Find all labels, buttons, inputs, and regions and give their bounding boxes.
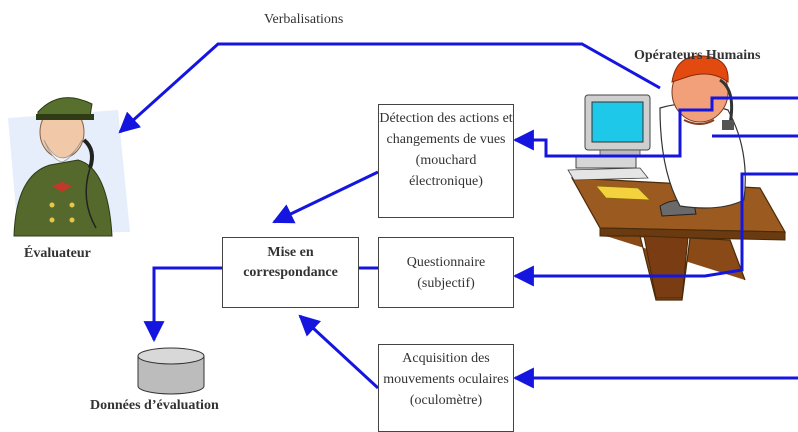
evaluator-figure [8, 97, 130, 237]
mise-box-text: Mise en correspondance [243, 245, 338, 280]
database-cylinder-icon [137, 347, 205, 395]
detection-box-text: Détection des actions et changements de … [379, 111, 513, 189]
arrows [118, 42, 798, 390]
detection-to-mise-arrow [272, 170, 379, 224]
evaluateur-label: Évaluateur [24, 246, 91, 261]
questionnaire-box: Questionnaire (subjectif) [378, 237, 514, 308]
donnees-label: Données d’évaluation [90, 398, 219, 413]
detection-input-arrow [512, 96, 798, 158]
detection-box: Détection des actions et changements de … [378, 104, 514, 218]
questionnaire-input-arrow [512, 172, 798, 287]
acquisition-to-mise-arrow [298, 314, 380, 390]
mise-to-database-arrow [143, 266, 222, 343]
verbalisations-label: Verbalisations [264, 12, 344, 27]
acquisition-box-text: Acquisition des mouvements oculaires (oc… [383, 351, 509, 408]
mise-en-correspondance-box: Mise en correspondance [222, 237, 359, 308]
acquisition-box: Acquisition des mouvements oculaires (oc… [378, 344, 514, 432]
human-operator-figure [567, 55, 787, 301]
verbalisations-arrow [118, 42, 661, 134]
operateurs-label: Opérateurs Humains [634, 48, 761, 63]
questionnaire-box-text: Questionnaire (subjectif) [406, 255, 486, 291]
